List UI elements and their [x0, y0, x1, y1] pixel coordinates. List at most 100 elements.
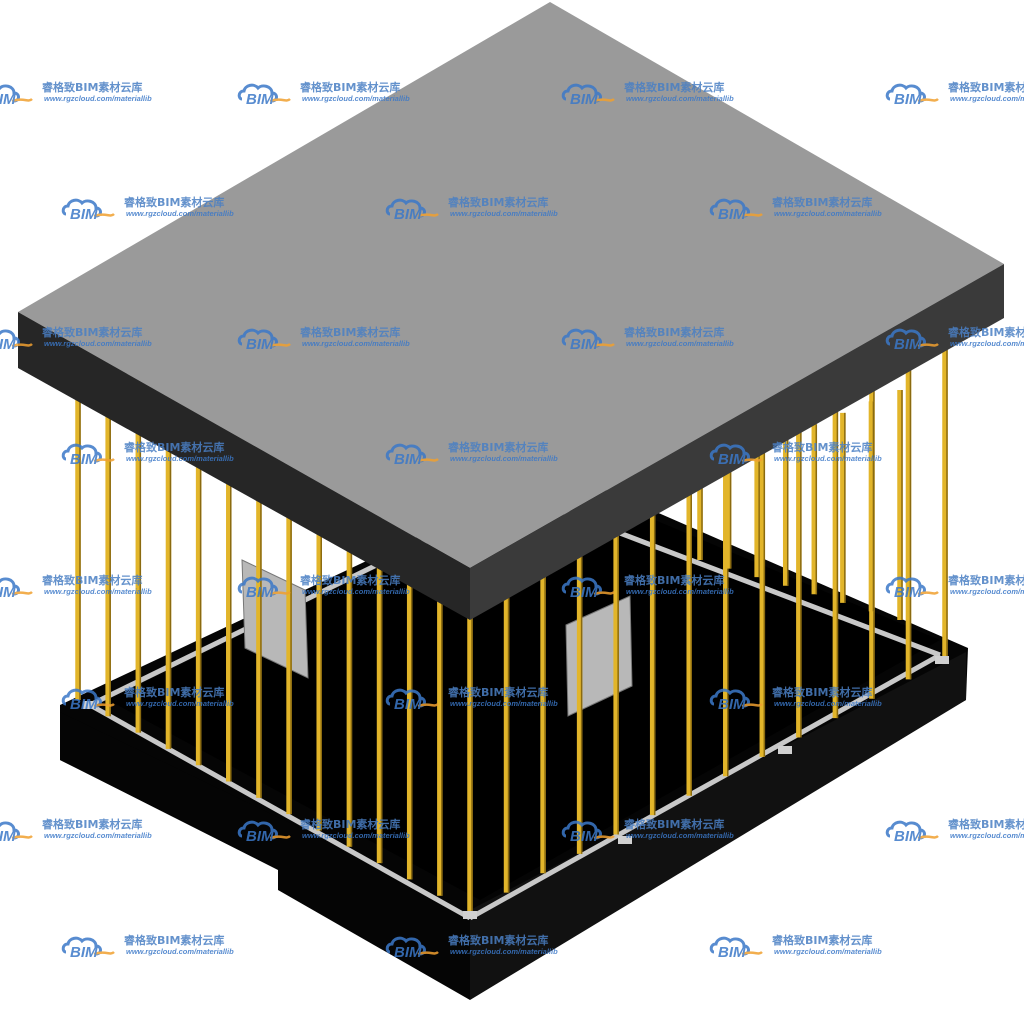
watermark-brand-text: 睿格致BIM素材云库	[772, 685, 872, 699]
base-front-left	[60, 712, 470, 1000]
watermark-brand-text: 睿格致BIM素材云库	[42, 325, 142, 339]
watermark-url-text: www.rgzcloud.com/materiallib	[126, 209, 234, 218]
cloud-logo-icon	[237, 328, 278, 348]
cloud-logo-icon	[0, 84, 20, 103]
watermark: BIM睿格致BIM素材云库www.rgzcloud.com/materialli…	[709, 440, 882, 468]
watermark-logo-text: BIM	[246, 828, 274, 845]
rail-left-front	[88, 702, 472, 921]
watermark-brand-text: 睿格致BIM素材云库	[624, 325, 724, 339]
watermark: BIM睿格致BIM素材云库www.rgzcloud.com/materialli…	[385, 195, 558, 223]
cloud-logo-icon	[237, 83, 278, 103]
watermark-logo-text: BIM	[718, 696, 746, 713]
logo-accent-icon	[93, 702, 115, 708]
logo-accent-icon	[917, 342, 939, 348]
watermark: BIM睿格致BIM素材云库www.rgzcloud.com/materialli…	[61, 933, 234, 961]
watermark-logo-text: BIM	[0, 828, 16, 845]
post-base-plate	[83, 701, 97, 709]
logo-accent-icon	[93, 212, 115, 218]
watermark-brand-text: 睿格致BIM素材云库	[772, 933, 872, 947]
watermark-logo-text: BIM	[570, 91, 598, 108]
watermark: BIM睿格致BIM素材云库www.rgzcloud.com/materialli…	[61, 685, 234, 713]
watermark-logo-text: BIM	[70, 944, 98, 961]
watermark-brand-text: 睿格致BIM素材云库	[772, 195, 872, 209]
watermark-brand-text: 睿格致BIM素材云库	[300, 80, 400, 94]
watermark-url-text: www.rgzcloud.com/materiallib	[950, 94, 1024, 103]
cloud-logo-icon	[561, 328, 602, 348]
watermark-logo-text: BIM	[246, 336, 274, 353]
logo-accent-icon	[269, 834, 291, 840]
logo-accent-icon	[741, 457, 763, 463]
watermark-url-text: www.rgzcloud.com/materiallib	[774, 947, 882, 956]
cloud-logo-icon	[385, 688, 426, 708]
watermark: BIM睿格致BIM素材云库www.rgzcloud.com/materialli…	[385, 933, 558, 961]
cloud-logo-icon	[237, 576, 278, 596]
watermark: BIM睿格致BIM素材云库www.rgzcloud.com/materialli…	[885, 817, 1024, 845]
watermark-url-text: www.rgzcloud.com/materiallib	[302, 94, 410, 103]
watermark-url-text: www.rgzcloud.com/materiallib	[774, 699, 882, 708]
watermark-logo-text: BIM	[246, 91, 274, 108]
watermark-brand-text: 睿格致BIM素材云库	[300, 817, 400, 831]
watermark-url-text: www.rgzcloud.com/materiallib	[44, 94, 152, 103]
cloud-logo-icon	[561, 576, 602, 596]
post-base-plate	[778, 746, 792, 754]
watermark-logo-text: BIM	[394, 451, 422, 468]
watermark-logo-text: BIM	[894, 336, 922, 353]
watermark: BIM睿格致BIM素材云库www.rgzcloud.com/materialli…	[0, 80, 152, 108]
base-front-right	[470, 652, 966, 1000]
watermark-brand-text: 睿格致BIM素材云库	[448, 685, 548, 699]
cloud-logo-icon	[709, 688, 750, 708]
logo-accent-icon	[11, 97, 33, 103]
watermark-brand-text: 睿格致BIM素材云库	[624, 573, 724, 587]
cloud-logo-icon	[0, 329, 20, 348]
logo-accent-icon	[741, 702, 763, 708]
watermark-url-text: www.rgzcloud.com/materiallib	[44, 339, 152, 348]
watermark-brand-text: 睿格致BIM素材云库	[300, 573, 400, 587]
watermark-logo-text: BIM	[718, 451, 746, 468]
watermark: BIM 睿格致BIM素材云库www.rgzcloud.com/materialli…	[237, 80, 410, 108]
watermark-logo-text: BIM	[718, 944, 746, 961]
watermark-url-text: www.rgzcloud.com/materiallib	[950, 339, 1024, 348]
watermark: BIM睿格致BIM素材云库www.rgzcloud.com/materialli…	[61, 440, 234, 468]
watermark-url-text: www.rgzcloud.com/materiallib	[774, 454, 882, 463]
watermark-logo-text: BIM	[570, 584, 598, 601]
watermark-url-text: www.rgzcloud.com/materiallib	[126, 454, 234, 463]
slab-right-face	[470, 264, 1004, 620]
logo-accent-icon	[269, 342, 291, 348]
cloud-logo-icon	[885, 576, 926, 596]
watermark-logo-text: BIM	[394, 206, 422, 223]
cloud-logo-icon	[61, 198, 102, 218]
logo-accent-icon	[11, 590, 33, 596]
watermark: BIM睿格致BIM素材云库www.rgzcloud.com/materialli…	[237, 817, 410, 845]
watermark-brand-text: 睿格致BIM素材云库	[948, 80, 1024, 94]
watermark: BIM睿格致BIM素材云库www.rgzcloud.com/materialli…	[385, 440, 558, 468]
watermark-logo-text: BIM	[246, 584, 274, 601]
post-base-plate	[463, 911, 477, 919]
cloud-logo-icon	[561, 820, 602, 840]
watermark-url-text: www.rgzcloud.com/materiallib	[950, 831, 1024, 840]
watermark-url-text: www.rgzcloud.com/materiallib	[774, 209, 882, 218]
logo-accent-icon	[11, 342, 33, 348]
logo-accent-icon	[741, 212, 763, 218]
cloud-logo-icon	[709, 198, 750, 218]
watermark: BIM睿格致BIM素材云库www.rgzcloud.com/materialli…	[0, 817, 152, 845]
cloud-logo-icon	[709, 443, 750, 463]
cloud-logo-icon	[385, 198, 426, 218]
watermark-brand-text: 睿格致BIM素材云库	[948, 573, 1024, 587]
watermark: BIM 睿格致BIM素材云库www.rgzcloud.com/materialli…	[709, 933, 882, 961]
watermark-brand-text: 睿格致BIM素材云库	[124, 440, 224, 454]
watermark-brand-text: 睿格致BIM素材云库	[624, 817, 724, 831]
watermark-logo-text: BIM	[394, 696, 422, 713]
watermark: BIM睿格致BIM素材云库www.rgzcloud.com/materialli…	[237, 325, 410, 353]
logo-accent-icon	[417, 702, 439, 708]
watermark: BIM睿格致BIM素材云库www.rgzcloud.com/materialli…	[885, 325, 1024, 353]
watermark-brand-text: 睿格致BIM素材云库	[448, 933, 548, 947]
watermark-brand-text: 睿格致BIM素材云库	[124, 685, 224, 699]
watermark: BIM睿格致BIM素材云库www.rgzcloud.com/materialli…	[561, 817, 734, 845]
cloud-logo-icon	[709, 936, 750, 956]
cloud-logo-icon	[885, 328, 926, 348]
watermark-logo-text: BIM	[70, 206, 98, 223]
watermark-brand-text: 睿格致BIM素材云库	[624, 80, 724, 94]
slab-top-face	[18, 2, 1004, 568]
watermark-brand-text: 睿格致BIM素材云库	[124, 933, 224, 947]
watermark: BIM睿格致BIM素材云库www.rgzcloud.com/materialli…	[709, 195, 882, 223]
